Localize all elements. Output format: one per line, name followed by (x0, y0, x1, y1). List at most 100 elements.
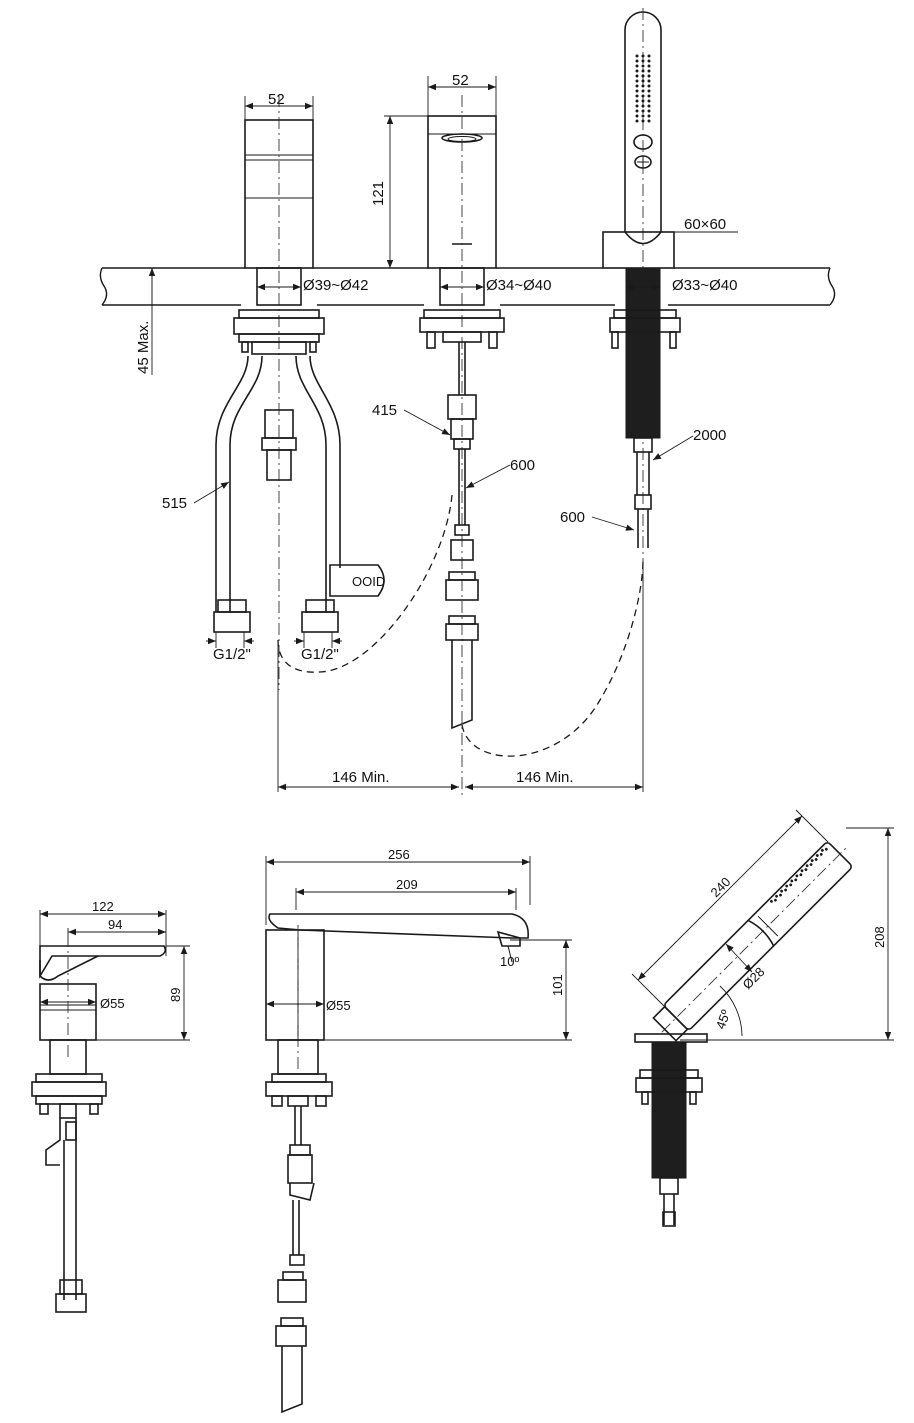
nozzle-dot (789, 883, 793, 887)
hose-routes (277, 494, 644, 757)
nozzle-dot (635, 89, 639, 93)
nozzle-dot (780, 889, 784, 893)
nozzle-dot (815, 854, 819, 857)
nozzle-dot (635, 84, 639, 88)
nozzle-dot (635, 69, 639, 73)
nozzle-dot (641, 119, 645, 123)
spout-reach-label: 209 (396, 877, 418, 892)
handshower-angle-label: 45º (713, 1008, 734, 1031)
nozzle-dot (635, 54, 639, 58)
nozzle-dot (641, 104, 645, 108)
handshower-length-label: 240 (708, 874, 734, 900)
nozzle-dot (647, 59, 651, 63)
spacing-dimensions: 146 Min. 146 Min. (277, 560, 644, 792)
nozzle-dot (635, 109, 639, 113)
nozzle-dot (647, 119, 651, 123)
nozzle-dot (641, 109, 645, 113)
counter-thickness-dimension: 45 Max. (135, 268, 225, 375)
nozzle-dot (647, 74, 651, 78)
nozzle-dot (641, 69, 645, 73)
spray-nozzles (635, 54, 651, 123)
nozzle-dot (635, 99, 639, 103)
handshower-base-label: 60×60 (684, 216, 726, 233)
spout-overall-label: 256 (388, 847, 410, 862)
center-hose (445, 342, 479, 730)
center-width-label: 52 (452, 72, 469, 89)
nozzle-dot (647, 54, 651, 58)
nozzle-dot (814, 858, 818, 861)
top-installation-view: 45 Max. 52 Ø39~Ø42 (99, 8, 836, 795)
hose-left-label: 515 (162, 495, 187, 512)
thread-right-label: G1/2" (301, 646, 339, 663)
left-hose-callout: 515 (162, 481, 230, 512)
center-mounting-hardware (419, 309, 505, 349)
nozzle-dot (635, 79, 639, 83)
nozzle-dot (779, 893, 782, 897)
thread-left-label: G1/2" (213, 646, 251, 663)
valve-mark-label: OOID (352, 574, 385, 589)
center-hose-callouts: 415 600 (372, 402, 535, 489)
nozzle-dot (647, 69, 651, 73)
nozzle-dot (641, 99, 645, 103)
shower-hose-label: 2000 (693, 427, 726, 444)
nozzle-dot (647, 109, 651, 113)
mixer-side-view: 122 94 Ø55 89 (31, 899, 190, 1313)
mixer-diameter-label: Ø55 (100, 996, 125, 1011)
nozzle-dot (647, 79, 651, 83)
side-spray-nozzles (770, 847, 828, 903)
spacing-left-label: 146 Min. (332, 769, 390, 786)
spout-center: 52 121 Ø34~Ø40 (370, 72, 551, 795)
handshower-height-label: 208 (872, 926, 887, 948)
nozzle-dot (635, 114, 639, 118)
nozzle-dot (770, 899, 773, 903)
right-hose-label: 600 (560, 509, 585, 526)
nozzle-dot (810, 859, 814, 862)
nozzle-dot (805, 864, 809, 868)
right-hose-callouts: 2000 600 (560, 427, 726, 531)
nozzle-dot (635, 94, 639, 98)
hole-left-label: Ø39~Ø42 (303, 277, 368, 294)
nozzle-dot (647, 99, 651, 103)
nozzle-dot (647, 84, 651, 88)
mixer-left: 52 Ø39~Ø42 (162, 91, 385, 690)
nozzle-dot (635, 59, 639, 63)
nozzle-dot (809, 863, 813, 866)
spout-side-view: 256 209 10º Ø55 101 (265, 847, 572, 1414)
nozzle-dot (641, 94, 645, 98)
nozzle-dot (641, 79, 645, 83)
nozzle-dot (641, 89, 645, 93)
nozzle-dot (804, 868, 808, 872)
handshower-side-view: 240 Ø28 45º 208 (631, 809, 894, 1227)
nozzle-dot (647, 64, 651, 68)
spacing-right-label: 146 Min. (516, 769, 574, 786)
nozzle-dot (635, 64, 639, 68)
nozzle-dot (635, 74, 639, 78)
nozzle-dot (647, 94, 651, 98)
handshower-right: 60×60 Ø33~Ø40 2000 600 (560, 8, 738, 560)
nozzle-dot (641, 64, 645, 68)
center-hose-top-label: 415 (372, 402, 397, 419)
left-supply-hoses: OOID (213, 355, 385, 633)
nozzle-dot (641, 114, 645, 118)
mixer-height-label: 89 (168, 988, 183, 1002)
nozzle-dot (800, 869, 804, 873)
nozzle-dot (647, 104, 651, 108)
right-mounting-hardware (609, 309, 681, 349)
nozzle-dot (824, 847, 828, 851)
center-hose-bottom-label: 600 (510, 457, 535, 474)
nozzle-dot (785, 884, 789, 888)
handshower-diameter-label: Ø28 (740, 964, 768, 992)
nozzle-dot (820, 849, 824, 852)
nozzle-dot (641, 59, 645, 63)
nozzle-dot (790, 879, 794, 883)
nozzle-dot (641, 84, 645, 88)
spout-angle-label: 10º (500, 954, 519, 969)
mixer-lever-label: 94 (108, 917, 122, 932)
center-height-label: 121 (370, 181, 387, 206)
mixer-overall-label: 122 (92, 899, 114, 914)
nozzle-dot (775, 894, 778, 898)
hole-center-label: Ø34~Ø40 (486, 277, 551, 294)
nozzle-dot (641, 74, 645, 78)
nozzle-dot (647, 89, 651, 93)
